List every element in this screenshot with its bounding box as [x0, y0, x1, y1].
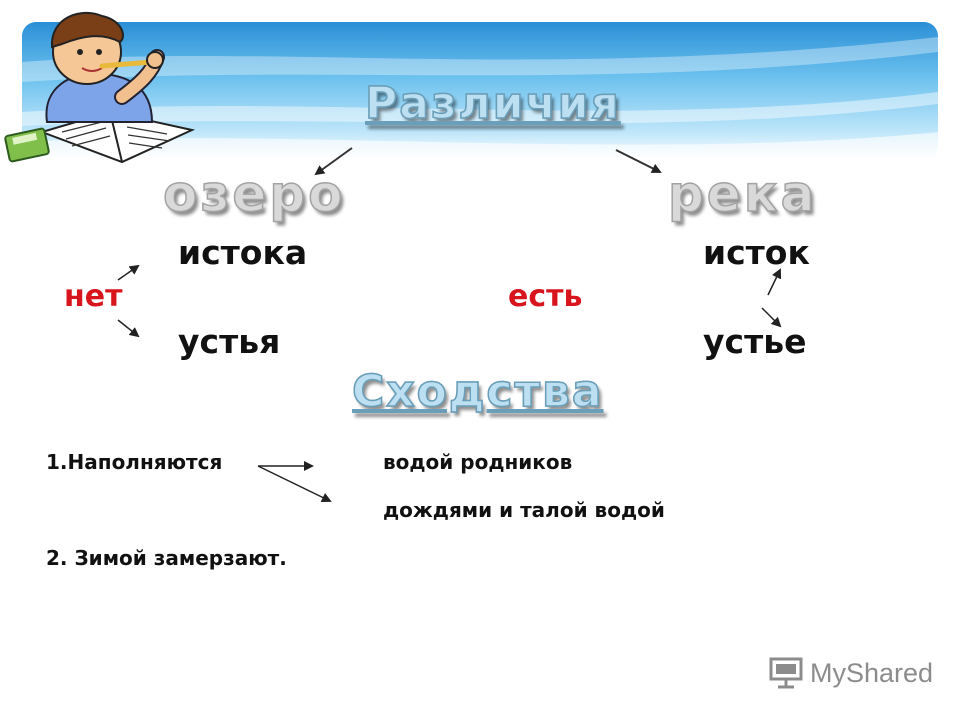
freeze-in-winter-text: 2. Зимой замерзают.: [46, 546, 287, 570]
arrow-net-to-istoka: [117, 264, 140, 281]
arrow-to-river: [615, 149, 662, 173]
arrow-est-to-uste: [761, 307, 782, 328]
lake-mouth-text: устья: [178, 322, 281, 361]
river-source-text: исток: [703, 233, 810, 272]
spring-water-text: водой родников: [383, 450, 573, 474]
river-mouth-text: устье: [703, 322, 807, 361]
arrow-net-to-ustya: [117, 319, 140, 338]
differences-title: Различия: [364, 77, 621, 130]
river-word: река: [667, 164, 818, 224]
lake-word: озеро: [162, 164, 346, 224]
similarities-title: Сходства: [351, 365, 604, 418]
myshared-watermark: MyShared: [768, 656, 933, 690]
river-yes-text: есть: [508, 279, 583, 314]
lake-source-text: истока: [178, 233, 308, 272]
arrow-to-lake: [314, 147, 353, 176]
banner-waves: [22, 37, 938, 160]
student-with-book-illustration: [4, 11, 196, 164]
title-arrows: [314, 147, 662, 176]
watermark-text: MyShared: [810, 657, 934, 688]
lake-no-text: нет: [64, 279, 123, 314]
arrow-est-to-istok: [767, 268, 782, 296]
fill-prefix-text: 1.Наполняются: [46, 450, 223, 474]
rain-melt-water-text: дождями и талой водой: [383, 498, 665, 522]
presentation-board-icon: [769, 657, 803, 689]
arrow-to-rain: [257, 465, 332, 502]
